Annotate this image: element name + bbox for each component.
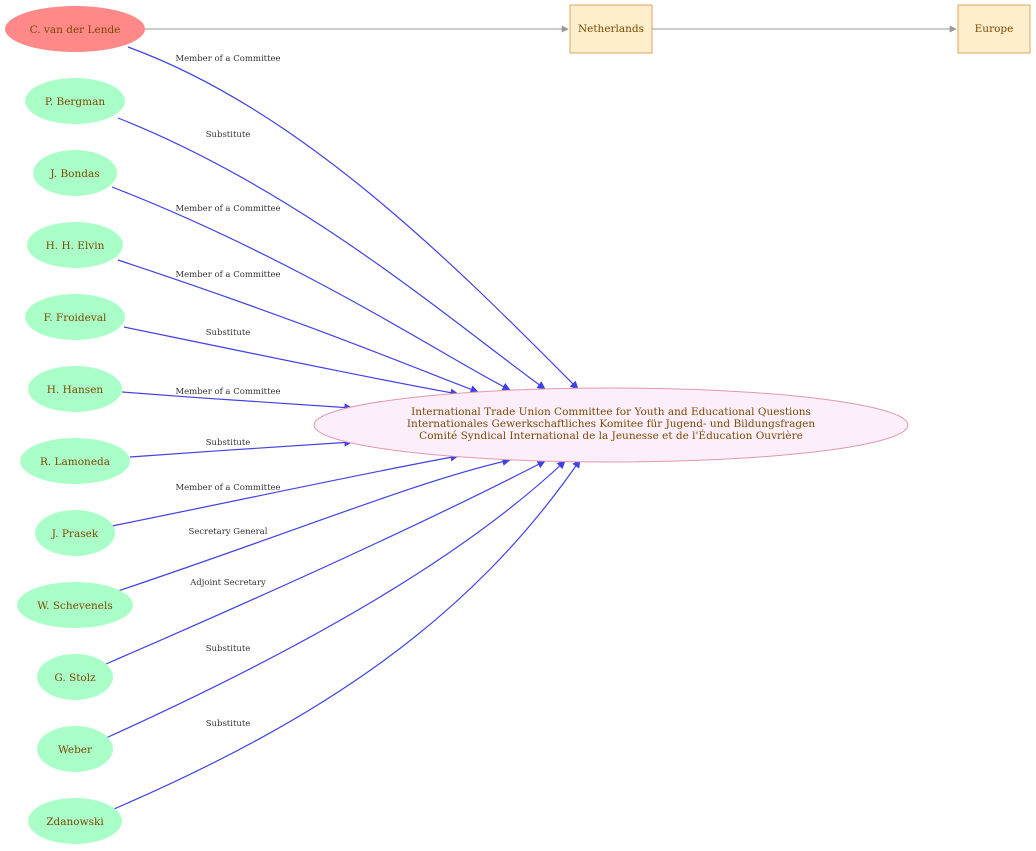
person-name-bergman: P. Bergman xyxy=(45,96,105,108)
person-node-zdanowski[interactable]: Zdanowski xyxy=(28,798,122,844)
organization-name-en: International Trade Union Committee for … xyxy=(411,406,811,418)
country-label: Netherlands xyxy=(578,23,644,35)
person-name-lamoneda: R. Lamoneda xyxy=(40,456,110,468)
edge-weber xyxy=(105,460,566,739)
person-ellipse-bergman xyxy=(25,78,125,124)
edge-label-weber: Substitute xyxy=(206,644,251,654)
person-ellipse-hansen xyxy=(28,366,122,412)
person-ellipse-stolz xyxy=(37,654,113,700)
person-node-froideval[interactable]: F. Froideval xyxy=(25,294,125,340)
people-nodes: C. van der Lende P. Bergman J. Bondas H. H.… xyxy=(5,6,145,844)
person-ellipse-prasek xyxy=(35,510,115,556)
edge-vanderlende xyxy=(127,46,579,390)
person-name-elvin: H. H. Elvin xyxy=(46,240,105,252)
region-node[interactable]: Europe xyxy=(957,4,1031,54)
edge-lamoneda xyxy=(129,438,353,458)
person-name-stolz: G. Stolz xyxy=(54,672,96,684)
person-node-lamoneda[interactable]: R. Lamoneda xyxy=(20,438,130,484)
person-ellipse-weber xyxy=(37,726,113,772)
edge-schevenels xyxy=(117,457,511,592)
edge-stolz xyxy=(105,460,546,665)
person-node-elvin[interactable]: H. H. Elvin xyxy=(27,222,123,268)
person-node-prasek[interactable]: J. Prasek xyxy=(35,510,115,556)
person-ellipse-zdanowski xyxy=(28,798,122,844)
person-node-bergman[interactable]: P. Bergman xyxy=(25,78,125,124)
edge-label-hansen: Member of a Committee xyxy=(175,387,280,397)
person-name-vanderlende: C. van der Lende xyxy=(30,24,121,36)
edge-label-froideval: Substitute xyxy=(206,328,251,338)
person-ellipse-schevenels xyxy=(17,582,133,628)
organization-name-de: Internationales Gewerkschaftliches Komit… xyxy=(407,418,815,430)
edge-label-elvin: Member of a Committee xyxy=(175,270,280,280)
edge-label-zdanowski: Substitute xyxy=(206,719,251,729)
organization-node[interactable]: International Trade Union Committee for … xyxy=(313,387,909,463)
person-name-froideval: F. Froideval xyxy=(44,312,107,324)
edge-prasek xyxy=(111,453,459,527)
person-name-bondas: J. Bondas xyxy=(49,168,99,180)
edge-froideval xyxy=(123,326,459,397)
person-node-schevenels[interactable]: W. Schevenels xyxy=(17,582,133,628)
edge-hansen xyxy=(121,391,353,412)
person-ellipse-bondas xyxy=(33,150,117,196)
person-name-schevenels: W. Schevenels xyxy=(37,600,113,612)
person-node-bondas[interactable]: J. Bondas xyxy=(33,150,117,196)
person-node-stolz[interactable]: G. Stolz xyxy=(37,654,113,700)
person-name-weber: Weber xyxy=(58,744,93,756)
edge-zdanowski xyxy=(113,459,581,810)
person-ellipse-froideval xyxy=(25,294,125,340)
edge-elvin xyxy=(117,259,479,394)
person-node-vanderlende[interactable]: C. van der Lende xyxy=(5,6,145,52)
edge-label-stolz: Adjoint Secretary xyxy=(189,578,266,588)
region-label: Europe xyxy=(975,23,1014,35)
edge-label-bondas: Member of a Committee xyxy=(175,204,280,214)
person-node-weber[interactable]: Weber xyxy=(37,726,113,772)
person-ellipse-vanderlende xyxy=(5,6,145,52)
person-node-hansen[interactable]: H. Hansen xyxy=(28,366,122,412)
edge-label-vanderlende: Member of a Committee xyxy=(175,54,280,64)
organization-name-fr: Comité Syndical International de la Jeun… xyxy=(419,428,803,442)
edge-label-bergman: Substitute xyxy=(206,130,251,140)
edge-bondas xyxy=(111,186,511,391)
edge-label-prasek: Member of a Committee xyxy=(175,483,280,493)
person-name-prasek: J. Prasek xyxy=(51,528,99,540)
person-name-zdanowski: Zdanowski xyxy=(46,816,104,828)
person-ellipse-elvin xyxy=(27,222,123,268)
edge-label-lamoneda: Substitute xyxy=(206,438,251,448)
person-name-hansen: H. Hansen xyxy=(47,384,104,396)
person-ellipse-lamoneda xyxy=(20,438,130,484)
edge-label-schevenels: Secretary General xyxy=(189,527,268,537)
country-node[interactable]: Netherlands xyxy=(569,4,653,54)
edge-bergman xyxy=(117,117,546,390)
